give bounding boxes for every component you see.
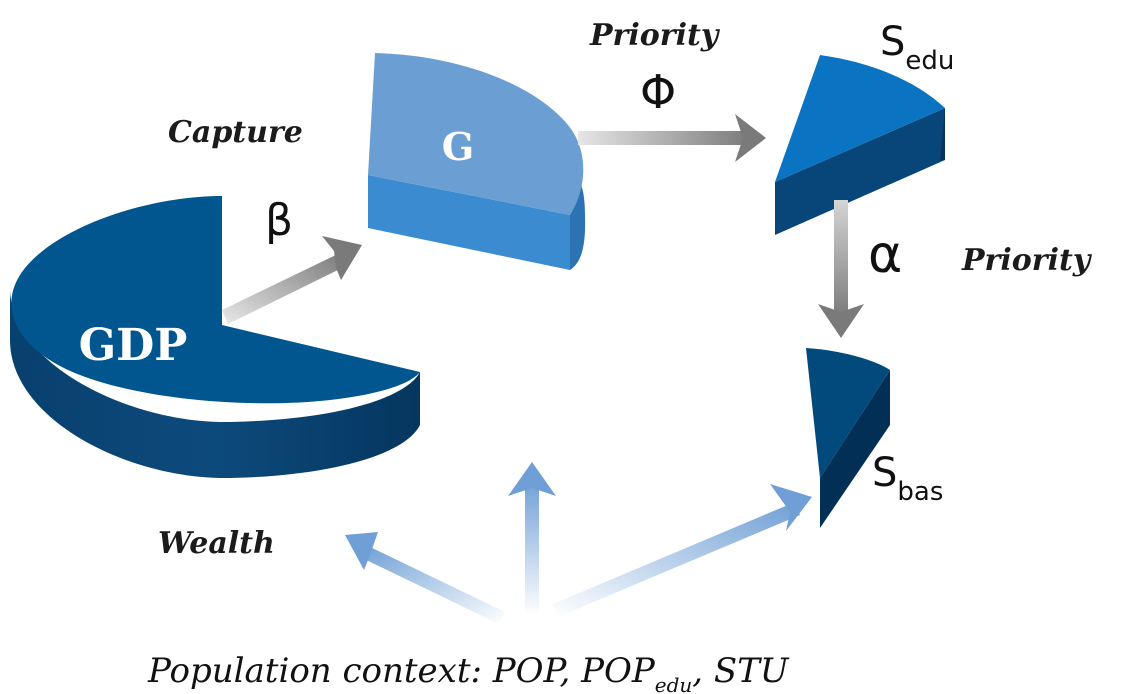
g-block <box>368 53 586 270</box>
arrow-pop-center-head <box>508 462 556 496</box>
wealth-label: Wealth <box>158 526 275 561</box>
s-edu-side-left <box>775 108 945 235</box>
s-bas-side <box>820 370 890 528</box>
s-bas-label: Sbas <box>872 450 943 507</box>
arrow-alpha-shaft <box>834 200 848 318</box>
population-context-main: Population context: POP, POP <box>147 651 656 691</box>
s-edu-top <box>775 55 945 182</box>
priority-right-label: Priority <box>961 243 1093 278</box>
arrow-alpha-head <box>818 304 864 338</box>
arrow-pop-sbas-shaft <box>553 502 800 617</box>
arrow-phi <box>578 114 766 162</box>
s-bas-top <box>806 348 890 478</box>
g-block-top <box>368 53 584 215</box>
s-bas-main: S <box>872 450 897 496</box>
s-edu-sub: edu <box>905 46 954 76</box>
arrow-beta-shaft <box>222 253 346 324</box>
arrow-pop-wealth <box>345 532 505 624</box>
arrow-pop-sbas-head <box>770 484 812 531</box>
g-block-side <box>368 175 570 270</box>
arrow-alpha <box>818 200 864 338</box>
gdp-pie-top <box>11 196 420 404</box>
gdp-label: GDP <box>79 320 188 371</box>
arrow-pop-wealth-shaft <box>362 546 505 624</box>
priority-top-label: Priority <box>589 18 721 53</box>
s-bas-sub: bas <box>897 477 943 507</box>
population-context-tail: , STU <box>692 651 790 691</box>
arrow-pop-center-shaft <box>525 480 539 615</box>
s-edu-main: S <box>880 19 905 65</box>
g-label: G <box>442 124 474 169</box>
s-edu-side-right <box>940 108 945 160</box>
beta-label: β <box>265 195 293 246</box>
alpha-label: α <box>868 225 902 285</box>
gdp-pie-side <box>10 288 420 479</box>
s-bas-wedge <box>806 348 890 528</box>
gdp-pie <box>10 196 420 479</box>
arrow-phi-shaft <box>578 131 750 145</box>
arrow-phi-head <box>735 114 766 162</box>
s-edu-wedge <box>775 55 945 235</box>
capture-label: Capture <box>168 115 303 150</box>
arrow-pop-center <box>508 462 556 615</box>
arrow-pop-sbas <box>553 484 812 617</box>
phi-label: Φ <box>640 65 676 119</box>
population-context-sub: edu <box>655 673 693 694</box>
arrow-pop-wealth-head <box>345 532 378 570</box>
s-edu-label: Sedu <box>880 19 954 76</box>
population-context-label: Population context: POP, POPedu, STU <box>147 651 790 694</box>
arrow-beta-head <box>322 236 362 280</box>
arrow-beta <box>222 236 362 324</box>
